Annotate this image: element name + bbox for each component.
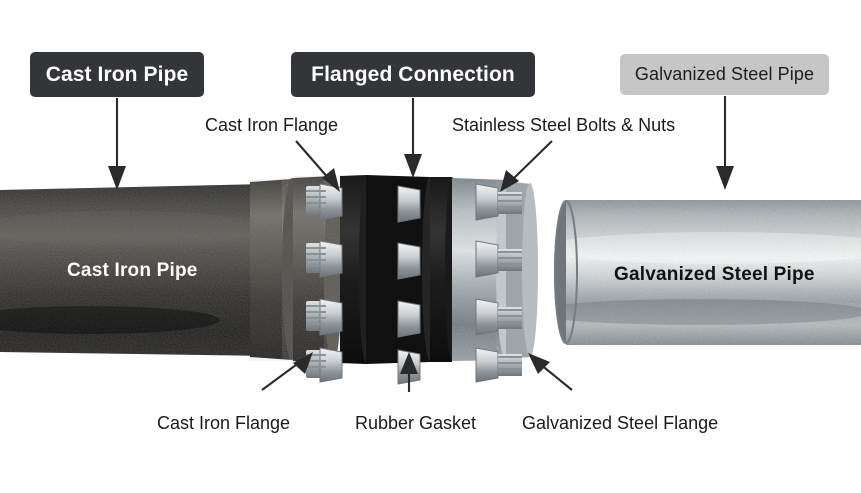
annotation-stainless-steel-bolts-nuts: Stainless Steel Bolts & Nuts <box>452 115 676 135</box>
callout-chip-cast-iron-pipe[interactable]: Cast Iron Pipe <box>30 52 204 97</box>
pipe-caption-cast-iron: Cast Iron Pipe <box>67 260 198 281</box>
annotation-rubber-gasket: Rubber Gasket <box>355 413 477 433</box>
annotation-cast-iron-flange-bottom: Cast Iron Flange <box>157 413 291 433</box>
callout-chip-flanged-connection[interactable]: Flanged Connection <box>291 52 535 97</box>
callout-chip-flanged-connection-label: Flanged Connection <box>311 62 515 86</box>
annotation-cast-iron-flange-top: Cast Iron Flange <box>205 115 339 135</box>
callout-chip-galvanized-steel-pipe[interactable]: Galvanized Steel Pipe <box>620 54 829 95</box>
annotation-galvanized-steel-flange: Galvanized Steel Flange <box>522 413 719 433</box>
pipe-caption-galvanized-steel: Galvanized Steel Pipe <box>614 264 815 285</box>
galvanized-steel-pipe-art <box>554 200 861 345</box>
callout-chip-cast-iron-pipe-label: Cast Iron Pipe <box>45 62 189 86</box>
callout-chip-galvanized-steel-pipe-label: Galvanized Steel Pipe <box>634 64 815 84</box>
